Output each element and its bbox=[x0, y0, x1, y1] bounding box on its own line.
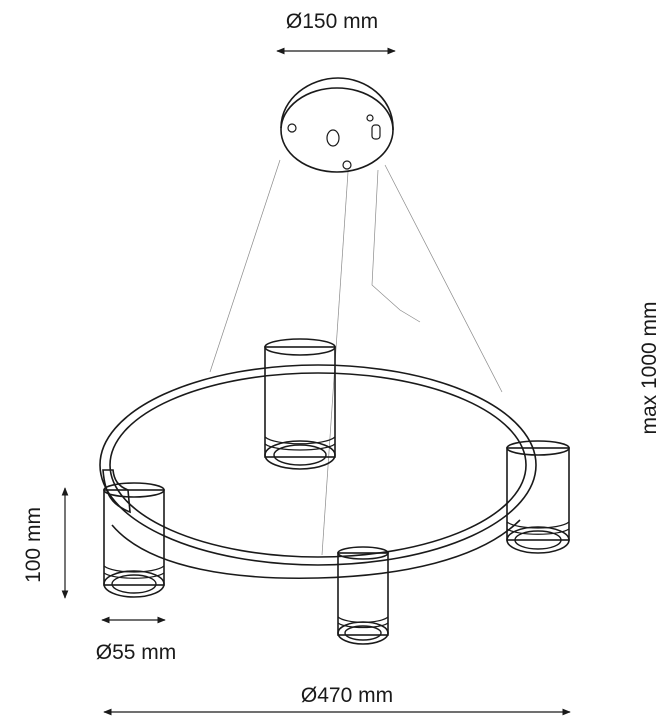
suspension-wires bbox=[209, 159, 503, 556]
lamp-ring bbox=[99, 364, 537, 580]
dim-ring-diameter: Ø470 mm bbox=[103, 684, 571, 716]
spot-left bbox=[103, 482, 165, 598]
dim-spot-diameter: Ø55 mm bbox=[96, 616, 177, 664]
dim-spot-height: 100 mm bbox=[22, 487, 69, 599]
dim-canopy-diameter-label: Ø150 mm bbox=[286, 10, 378, 33]
dim-spot-diameter-label: Ø55 mm bbox=[96, 641, 177, 664]
dim-canopy-diameter: Ø150 mm bbox=[276, 10, 396, 55]
ceiling-canopy bbox=[280, 77, 394, 173]
dim-spot-height-label: 100 mm bbox=[22, 507, 45, 583]
dim-max-height-label: max 1000 mm bbox=[638, 301, 661, 434]
dim-ring-diameter-label: Ø470 mm bbox=[301, 684, 393, 707]
spot-right bbox=[506, 440, 570, 554]
spot-top bbox=[264, 338, 336, 470]
dim-max-height: max 1000 mm bbox=[638, 301, 661, 434]
spot-front bbox=[337, 546, 389, 645]
